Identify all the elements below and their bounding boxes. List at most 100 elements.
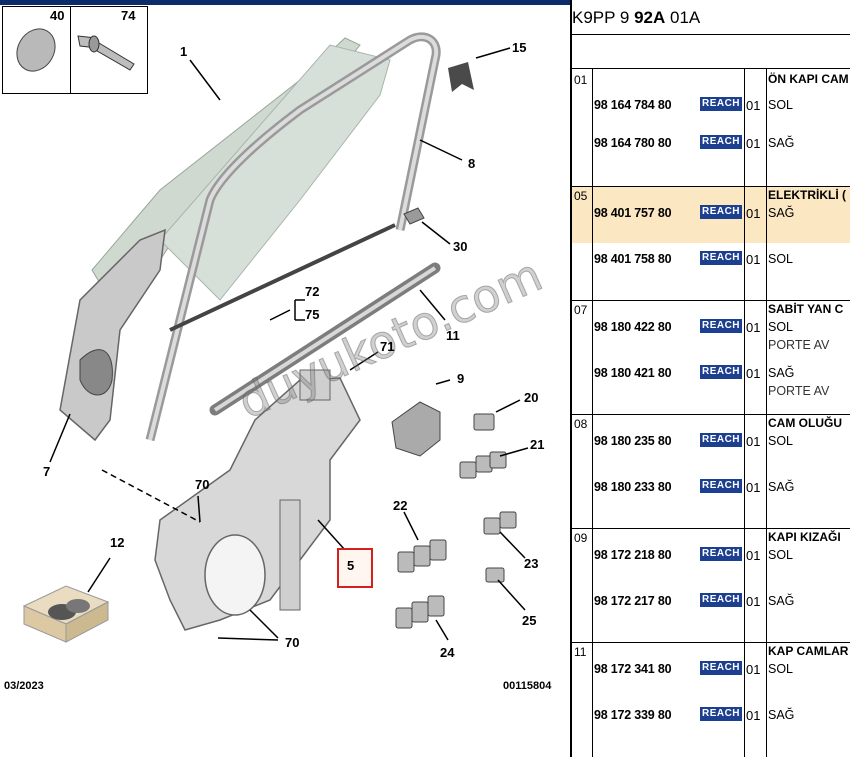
- quantity: 01: [746, 662, 761, 677]
- ref-code: 00115804: [503, 680, 552, 692]
- part-12-pad: [22, 585, 110, 643]
- reach-badge: REACH: [700, 433, 742, 447]
- callout-11: 11: [446, 328, 460, 343]
- quantity: 01: [746, 480, 761, 495]
- quantity: 01: [746, 320, 761, 335]
- callout-15: 15: [512, 40, 527, 55]
- part-9-motor: [391, 401, 441, 457]
- callout-70-bottom: 70: [285, 635, 300, 650]
- reach-badge: REACH: [700, 365, 742, 379]
- part-number: 98 401 757 80: [594, 206, 672, 220]
- quantity: 01: [746, 594, 761, 609]
- part-20-clip: [473, 413, 495, 431]
- side-label: SOL: [768, 320, 794, 334]
- side-label: SOL: [768, 662, 794, 676]
- reach-badge: REACH: [700, 319, 742, 333]
- quantity: 01: [746, 548, 761, 563]
- group-title: KAPI KIZAĞI: [768, 530, 841, 544]
- callout-71: 71: [380, 339, 395, 354]
- group-separator: [572, 186, 850, 187]
- header-suffix: 01A: [665, 8, 701, 27]
- part-23-clips: [483, 511, 517, 535]
- panel-divider: [570, 0, 572, 757]
- part-row[interactable]: 98 401 757 80 REACH 01 SAĞ: [572, 204, 850, 224]
- group-number: 08: [574, 417, 588, 431]
- col-line-2: [744, 68, 745, 757]
- callout-25: 25: [522, 613, 537, 628]
- side-label: SOL: [768, 252, 794, 266]
- part-number: 98 180 421 80: [594, 366, 672, 380]
- diagram-top-bar: [0, 0, 570, 5]
- quantity: 01: [746, 206, 761, 221]
- callout-1: 1: [180, 44, 188, 59]
- reach-badge: REACH: [700, 135, 742, 149]
- group-number: 09: [574, 531, 588, 545]
- callout-7: 7: [43, 464, 51, 479]
- reach-badge: REACH: [700, 593, 742, 607]
- inset-label-74: 74: [121, 8, 136, 23]
- side-label: SOL: [768, 98, 794, 112]
- reach-badge: REACH: [700, 251, 742, 265]
- part-30-clip: [403, 207, 425, 225]
- reach-badge: REACH: [700, 547, 742, 561]
- side-label: SOL: [768, 548, 794, 562]
- part-number: 98 164 780 80: [594, 136, 672, 150]
- group-number: 05: [574, 189, 588, 203]
- side-label: SAĞ: [768, 366, 795, 380]
- part-number: 98 401 758 80: [594, 252, 672, 266]
- callout-22: 22: [393, 498, 408, 513]
- diagram-drawing: [16, 28, 529, 643]
- group-number: 11: [574, 645, 587, 659]
- header-prefix: K9PP 9: [572, 8, 635, 27]
- header-bold: 92A: [634, 8, 666, 27]
- side-label: SAĞ: [768, 594, 795, 608]
- side-label: SAĞ: [768, 136, 795, 150]
- part-25-clip: [485, 567, 505, 583]
- callout-23: 23: [524, 556, 539, 571]
- part-number: 98 180 422 80: [594, 320, 672, 334]
- part-40-disc: [16, 28, 56, 72]
- quantity: 01: [746, 708, 761, 723]
- exploded-diagram: 40 74: [0, 0, 570, 692]
- callout-30: 30: [453, 239, 468, 254]
- part-number: 98 172 341 80: [594, 662, 672, 676]
- callout-24: 24: [440, 645, 455, 660]
- callout-5: 5: [347, 558, 355, 573]
- group-separator: [572, 642, 850, 643]
- quantity: 01: [746, 366, 761, 381]
- side-label: SAĞ: [768, 206, 795, 220]
- callout-9: 9: [457, 371, 465, 386]
- quantity: 01: [746, 98, 761, 113]
- header-divider-2: [572, 68, 850, 69]
- callout-8: 8: [468, 156, 476, 171]
- reach-badge: REACH: [700, 97, 742, 111]
- group-separator: [572, 414, 850, 415]
- callout-12: 12: [110, 535, 125, 550]
- group-title: ELEKTRİKLİ (: [768, 188, 846, 202]
- group-title: SABİT YAN C: [768, 302, 844, 316]
- callout-21: 21: [530, 437, 545, 452]
- group-separator: [572, 528, 850, 529]
- col-line-1: [592, 68, 593, 757]
- side-label: SOL: [768, 434, 794, 448]
- reach-badge: REACH: [700, 205, 742, 219]
- group-title: ÖN KAPI CAM: [768, 72, 849, 86]
- highlighted-part-box: [337, 548, 373, 588]
